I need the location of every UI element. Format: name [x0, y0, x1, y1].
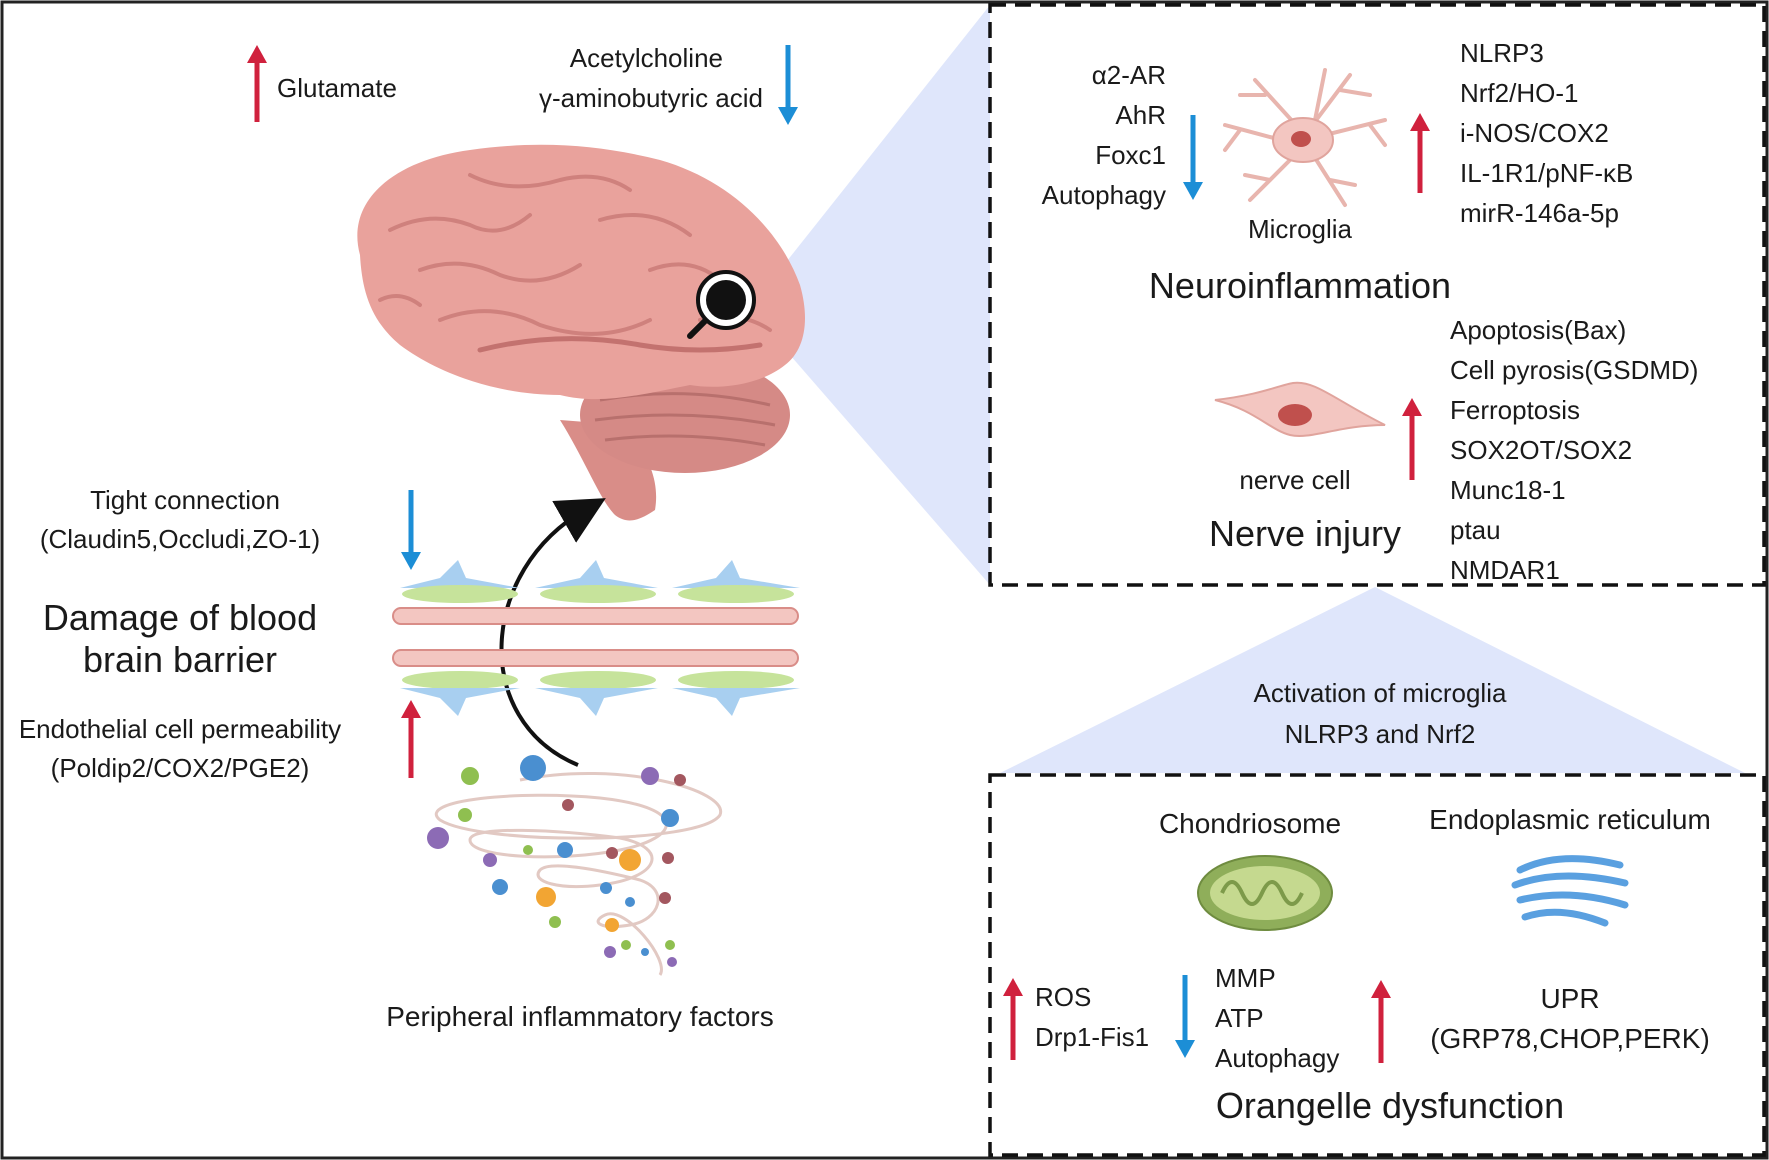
nerve-injury-up-item: Apoptosis(Bax)	[1450, 315, 1627, 345]
endothelial-label: Endothelial cell permeability	[18, 714, 342, 744]
er-illustration	[1511, 855, 1629, 927]
mito-up-item: ROS	[1035, 982, 1092, 1012]
bbb-title-line2: brain barrier	[82, 639, 278, 680]
bbb-top-pericytes	[402, 585, 794, 603]
er-up-arrow	[1371, 980, 1391, 1063]
microglia-up-item: mirR-146a-5p	[1460, 198, 1619, 228]
curved-arrow	[499, 498, 606, 767]
mito-up-list: ROS Drp1-Fis1	[1035, 977, 1149, 1057]
microglia-down-list: α2-AR AhR Foxc1 Autophagy	[1042, 55, 1166, 215]
mito-down-arrow	[1175, 975, 1195, 1058]
peripheral-factors-label: Peripheral inflammatory factors	[386, 1001, 774, 1032]
arrow-layer	[247, 45, 1430, 1063]
nerve-injury-up-item: NMDAR1	[1450, 555, 1560, 585]
acetylcholine-label: Acetylcholine	[569, 43, 723, 73]
bbb-top-endothelium	[392, 607, 799, 667]
bbb-bottom-pericytes	[402, 671, 794, 689]
microglia-illustration	[1223, 68, 1387, 207]
organelle-title: Orangelle dysfunction	[1215, 1085, 1565, 1126]
microglia-up-item: Nrf2/HO-1	[1460, 78, 1579, 108]
microglia-down-item: AhR	[1115, 100, 1166, 130]
bbb-title-line1: Damage of blood	[42, 597, 318, 638]
chondriosome-label: Chondriosome	[1158, 808, 1342, 839]
cerebrum	[357, 144, 805, 400]
neuro-box-frame	[988, 3, 1766, 587]
nerve-injury-up-item: ptau	[1450, 515, 1501, 545]
upr-detail: (GRP78,CHOP,PERK)	[1430, 1023, 1710, 1054]
zoom-wedge	[760, 5, 990, 585]
bbb-bottom-astrocytes	[400, 688, 800, 716]
lateral-sulcus	[477, 336, 763, 353]
nerve-injury-title: Nerve injury	[1208, 513, 1402, 554]
nerve-injury-up-item: Ferroptosis	[1450, 395, 1581, 425]
microglia-down-item: α2-AR	[1091, 60, 1166, 90]
mito-up-item: Drp1-Fis1	[1035, 1022, 1150, 1052]
mito-down-item: Autophagy	[1215, 1043, 1340, 1073]
magnifier-icon	[687, 270, 756, 339]
endothelial-up-arrow	[401, 700, 421, 778]
inflammatory-spiral	[427, 755, 722, 976]
tight-connection-label: Tight connection	[90, 485, 280, 515]
nerve-injury-up-item: SOX2OT/SOX2	[1450, 435, 1633, 465]
mito-down-item: MMP	[1215, 963, 1276, 993]
nerve-injury-up-list: Apoptosis(Bax) Cell pyrosis(GSDMD) Ferro…	[1450, 310, 1698, 590]
tight-connection-detail: (Claudin5,Occludi,ZO-1)	[39, 524, 321, 554]
microglia-up-list: NLRP3 Nrf2/HO-1 i-NOS/COX2 IL-1R1/pNF-κB…	[1460, 33, 1633, 233]
bbb-top-astrocytes	[400, 560, 800, 588]
er-label: Endoplasmic reticulum	[1429, 804, 1711, 835]
spiral-line	[435, 772, 722, 976]
endothelial-detail: (Poldip2/COX2/PGE2)	[50, 753, 310, 783]
microglia-down-arrow	[1183, 115, 1203, 200]
nerve-injury-up-item: Cell pyrosis(GSDMD)	[1450, 355, 1699, 385]
mitochondrion-illustration	[1197, 855, 1333, 931]
nerve-cell-illustration	[1214, 381, 1386, 437]
nerve-injury-up-arrow	[1402, 398, 1422, 480]
nerve-cell-label: nerve cell	[1239, 465, 1351, 495]
neurotransmitter-down-arrow	[778, 45, 798, 125]
mito-down-list: MMP ATP Autophagy	[1215, 958, 1339, 1078]
microglia-label: Microglia	[1247, 214, 1353, 244]
brain-illustration	[357, 144, 805, 521]
glutamate-up-arrow	[247, 45, 267, 122]
activation-line2: NLRP3 and Nrf2	[1284, 719, 1476, 749]
microglia-up-item: i-NOS/COX2	[1460, 118, 1609, 148]
microglia-down-item: Autophagy	[1041, 180, 1166, 210]
nerve-injury-up-item: Munc18-1	[1450, 475, 1566, 505]
microglia-up-item: IL-1R1/pNF-κB	[1460, 158, 1634, 188]
mito-down-item: ATP	[1215, 1003, 1264, 1033]
gaba-label: γ-aminobutyric acid	[539, 83, 763, 113]
glutamate-label: Glutamate	[277, 73, 397, 103]
activation-line1: Activation of microglia	[1253, 678, 1507, 708]
microglia-down-item: Foxc1	[1095, 140, 1166, 170]
microglia-up-item: NLRP3	[1460, 38, 1544, 68]
microglia-up-arrow	[1410, 113, 1430, 193]
tight-connection-down-arrow	[401, 490, 421, 570]
upr-label: UPR	[1540, 983, 1600, 1014]
activation-wedge	[1000, 587, 1745, 773]
neuroinflammation-title: Neuroinflammation	[1148, 265, 1452, 306]
organelle-box-frame	[988, 773, 1766, 1157]
bbb-illustration	[392, 560, 800, 716]
mito-up-arrow	[1003, 978, 1023, 1060]
